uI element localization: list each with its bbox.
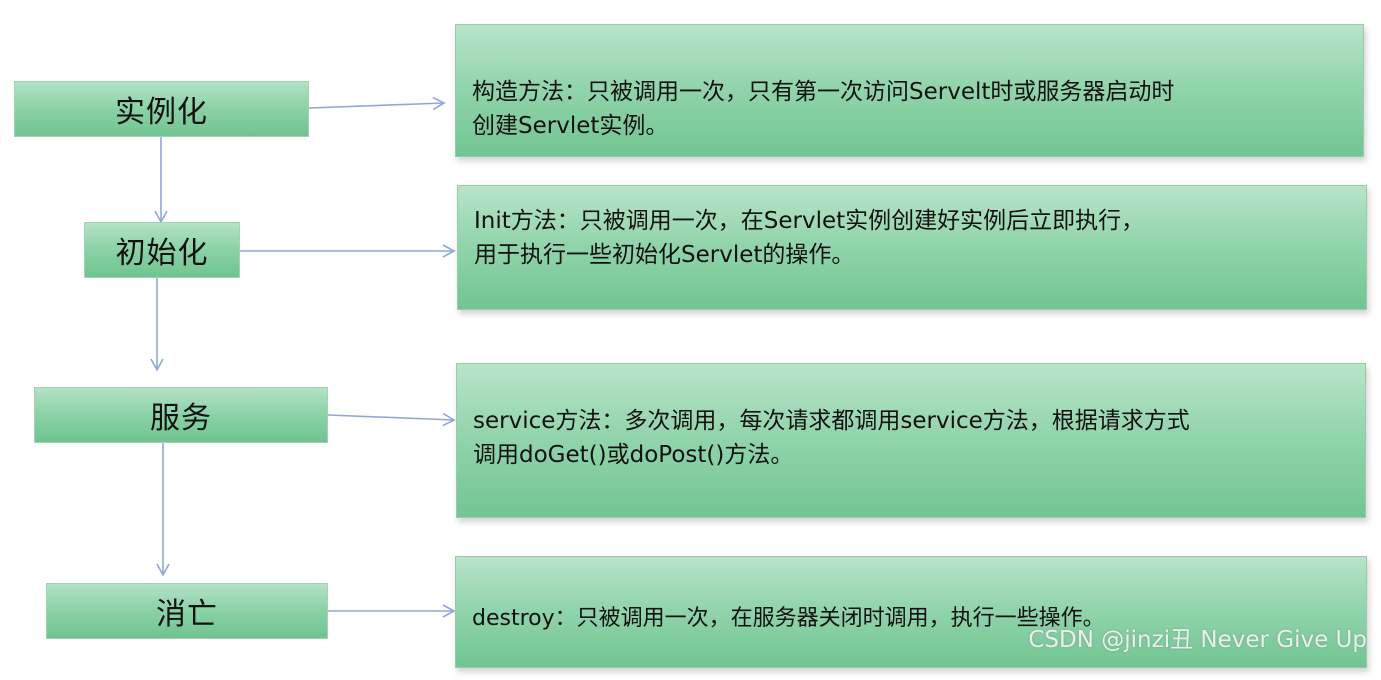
desc-instantiate-line-1: 构造方法：只被调用一次，只有第一次访问Servelt时或服务器启动时 <box>472 79 1175 105</box>
watermark: CSDN @jinzi丑 Never Give Up <box>1028 627 1367 653</box>
desc-destroy-line-1: destroy：只被调用一次，在服务器关闭时调用，执行一些操作。 <box>472 606 1105 631</box>
stage-destroy-label: 消亡 <box>156 597 218 632</box>
desc-instantiate-line-2: 创建Servlet实例。 <box>472 113 669 139</box>
desc-init-line-1: Init方法：只被调用一次，在Servlet实例创建好实例后立即执行， <box>474 208 1145 234</box>
arrow-service-to-desc <box>327 412 456 427</box>
desc-service-line-2: 调用doGet()或doPost()方法。 <box>473 442 794 468</box>
stage-instantiate-label: 实例化 <box>115 95 208 130</box>
desc-init-line-2: 用于执行一些初始化Servlet的操作。 <box>474 242 855 268</box>
desc-instantiate: 构造方法：只被调用一次，只有第一次访问Servelt时或服务器启动时 创建Ser… <box>455 24 1364 157</box>
desc-service-line-1: service方法：多次调用，每次请求都调用service方法，根据请求方式 <box>473 408 1190 434</box>
stage-init-label: 初始化 <box>115 236 209 271</box>
stage-service-label: 服务 <box>150 401 212 436</box>
desc-destroy: destroy：只被调用一次，在服务器关闭时调用，执行一些操作。 <box>455 556 1367 668</box>
desc-init: Init方法：只被调用一次，在Servlet实例创建好实例后立即执行， 用于执行… <box>457 185 1367 310</box>
stage-service: 服务 <box>34 387 328 443</box>
arrow-instantiate-to-desc <box>308 96 446 111</box>
desc-service: service方法：多次调用，每次请求都调用service方法，根据请求方式 调… <box>456 363 1366 518</box>
stage-instantiate: 实例化 <box>14 81 309 137</box>
stage-init: 初始化 <box>84 222 240 278</box>
stage-destroy: 消亡 <box>46 583 328 639</box>
